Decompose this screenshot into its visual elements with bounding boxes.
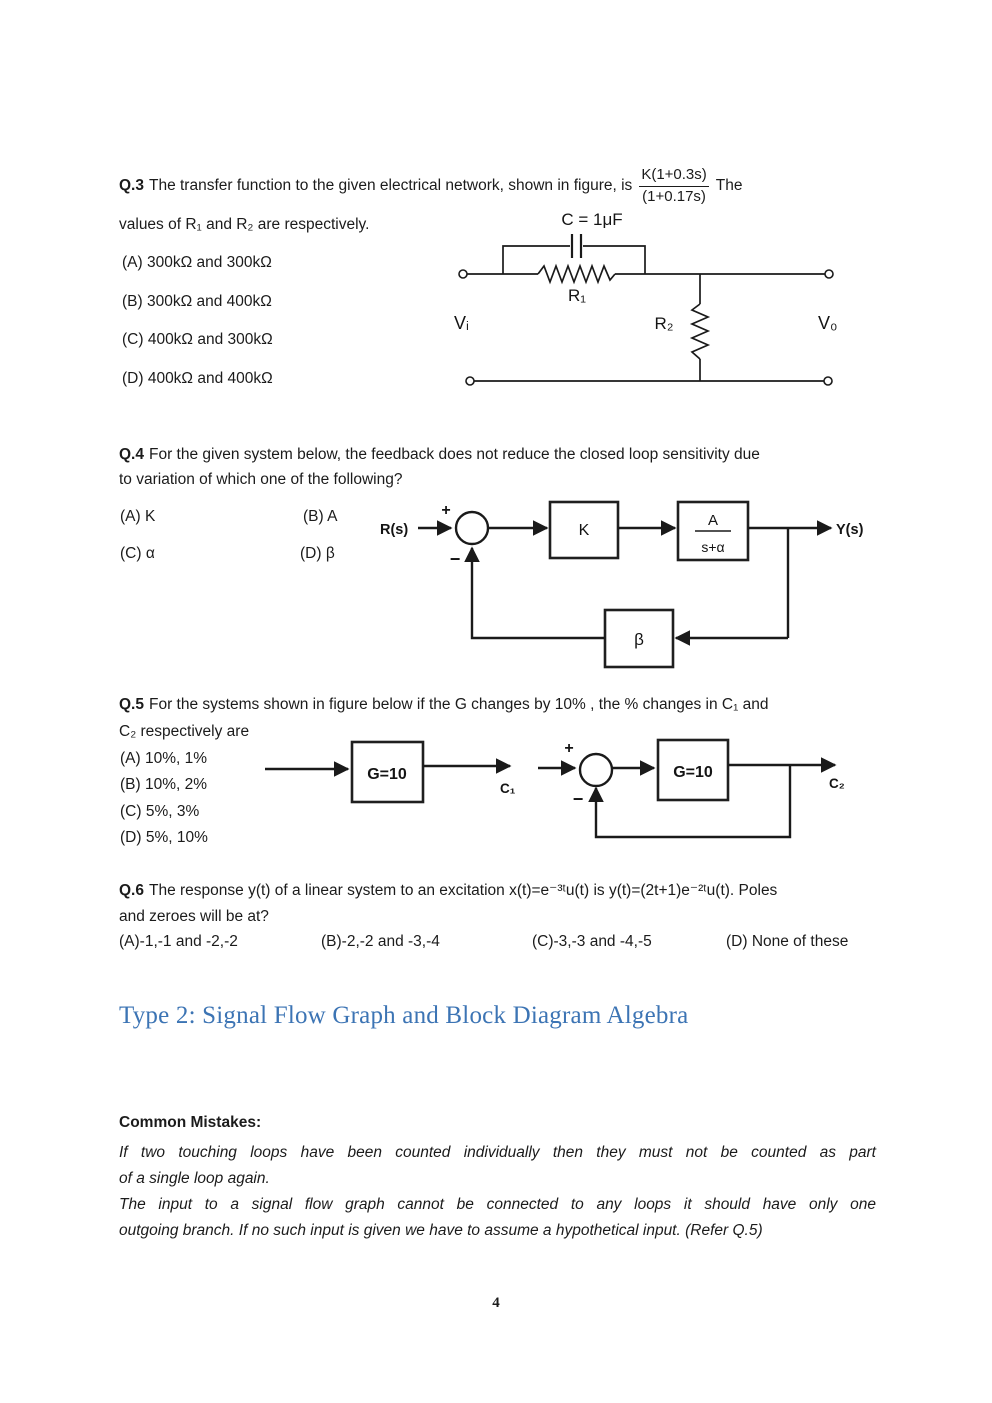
q3-option-b: (B) 300kΩ and 400kΩ: [122, 293, 272, 310]
mistake-line-4: outgoing branch. If no such input is giv…: [119, 1222, 763, 1239]
q4-k-block-label: K: [579, 522, 590, 539]
q3-intro-text: The transfer function to the given elect…: [148, 177, 633, 194]
q5-plus-sign: +: [564, 740, 573, 757]
q5-feedback-path: [588, 765, 792, 839]
q5-open-gain-block: [350, 740, 425, 804]
q5-closed-gain-label: G=10: [673, 764, 713, 781]
terminal-bottom-right: [823, 376, 833, 386]
vin-label: Vᵢ: [454, 313, 469, 333]
q5-line2: C₂ respectively are: [119, 723, 250, 740]
q6-line1-text: The response y(t) of a linear system to …: [148, 882, 778, 899]
q4-option-c: (C) α: [120, 545, 155, 562]
q4-plant-numerator: A: [708, 512, 718, 529]
q4-option-d: (D) β: [300, 545, 335, 562]
q3-option-c: (C) 400kΩ and 300kΩ: [122, 331, 273, 348]
q6-option-d: (D) None of these: [726, 933, 849, 950]
q6-line2: and zeroes will be at?: [119, 908, 269, 925]
q5-closed-gain-block: [656, 738, 730, 802]
q3-transfer-function-fraction: K(1+0.3s) (1+0.17s): [639, 166, 709, 207]
q4-label: Q.4: [119, 446, 144, 463]
q4-output-label: Y(s): [836, 522, 864, 538]
mistake-line-3: The input to a signal flow graph cannot …: [119, 1196, 876, 1213]
resistor-r2-zigzag: [689, 303, 711, 360]
q5-minus-sign: −: [573, 789, 584, 809]
q5-line1-text: For the systems shown in figure below if…: [148, 696, 769, 713]
fraction-denominator: (1+0.17s): [642, 187, 706, 205]
q3-intro-line: Q.3 The transfer function to the given e…: [119, 160, 742, 212]
q4-minus-sign: −: [450, 549, 461, 569]
q4-plant-denominator: s+α: [701, 539, 724, 555]
q5-option-d: (D) 5%, 10%: [120, 829, 208, 846]
mistake-line-2: of a single loop again.: [119, 1170, 270, 1187]
q4-beta-block: [603, 608, 675, 669]
q3-label: Q.3: [119, 177, 144, 194]
q6-label: Q.6: [119, 882, 144, 899]
q4-option-a: (A) K: [120, 508, 156, 525]
q4-beta-block-label: β: [634, 630, 644, 649]
common-mistakes-title: Common Mistakes:: [119, 1114, 262, 1131]
q4-line2: to variation of which one of the followi…: [119, 471, 403, 488]
fraction-numerator: K(1+0.3s): [639, 166, 709, 187]
resistor-r1-label: R₁: [568, 286, 586, 305]
page-number: 4: [492, 1295, 500, 1311]
q6-option-a: (A)-1,-1 and -2,-2: [119, 933, 238, 950]
q5-summing-junction: [578, 752, 614, 788]
q3-circuit-diagram: C = 1μF R₁ R₂ Vᵢ V₀: [454, 210, 837, 386]
q5-option-b: (B) 10%, 2%: [120, 776, 208, 793]
q4-k-block: [548, 500, 620, 560]
q6-option-b: (B)-2,-2 and -3,-4: [321, 933, 440, 950]
terminal-top-left: [458, 269, 468, 279]
resistor-r1-zigzag: [537, 263, 616, 285]
q5-option-a: (A) 10%, 1%: [120, 750, 208, 767]
terminal-top-right: [824, 269, 834, 279]
q4-feedback-arrow-left: [464, 546, 605, 640]
cap-wire-left: [502, 245, 570, 274]
q3-line2: values of R₁ and R₂ are respectively.: [119, 216, 370, 233]
q3-intro-after: The: [715, 177, 743, 194]
q5-label: Q.5: [119, 696, 144, 713]
q5-closed-output-label: C₂: [829, 776, 845, 791]
terminal-bottom-left: [465, 376, 475, 386]
q5-option-c: (C) 5%, 3%: [120, 803, 200, 820]
q4-plus-sign: +: [441, 502, 450, 519]
q3-option-a: (A) 300kΩ and 300kΩ: [122, 254, 272, 271]
q4-line1-text: For the given system below, the feedback…: [148, 446, 760, 463]
q5-open-output-label: C₁: [500, 781, 516, 796]
q5-block-diagrams: G=10 C₁ + − G=10 C₂: [265, 738, 845, 839]
q4-option-b: (B) A: [303, 508, 338, 525]
q4-block-diagram: R(s) + − K A s+α Y(s) β: [380, 500, 864, 669]
q6-option-c: (C)-3,-3 and -4,-5: [532, 933, 652, 950]
resistor-r2-label: R₂: [655, 314, 674, 333]
capacitor-label: C = 1μF: [561, 210, 622, 229]
mistake-line-1: If two touching loops have been counted …: [119, 1144, 876, 1161]
cap-wire-right: [583, 245, 646, 274]
q5-open-gain-label: G=10: [367, 766, 407, 783]
q4-input-label: R(s): [380, 522, 408, 538]
q3-option-d: (D) 400kΩ and 400kΩ: [122, 370, 273, 387]
vout-label: V₀: [818, 313, 837, 333]
q4-summing-junction: [454, 510, 490, 546]
section-heading: Type 2: Signal Flow Graph and Block Diag…: [119, 1002, 689, 1029]
